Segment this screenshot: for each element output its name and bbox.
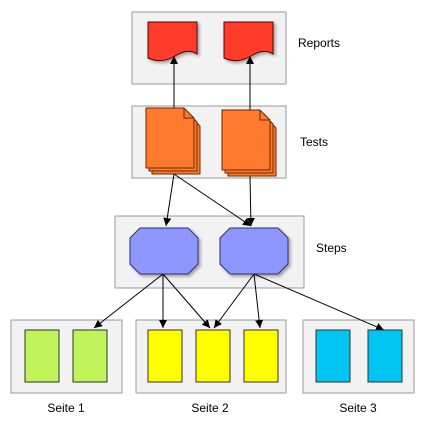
- arrow-step1-to-page1b: [93, 273, 164, 329]
- seite1-label: Seite 1: [47, 401, 85, 415]
- page-element: [367, 329, 403, 383]
- arrow-step2-to-page2c: [253, 273, 264, 329]
- seite2-label: Seite 2: [191, 401, 229, 415]
- arrow-step2-to-page2b: [213, 273, 255, 329]
- page-element: [195, 329, 231, 383]
- report-document-icon: [223, 21, 274, 62]
- arrow-test2-to-step2: [246, 175, 255, 227]
- steps-label: Steps: [316, 241, 347, 255]
- page-element: [243, 329, 279, 383]
- arrow-step2-to-page3a: [253, 273, 385, 331]
- page-element: [147, 329, 183, 383]
- tests-label: Tests: [300, 135, 328, 149]
- arrow-step1-to-page2b: [162, 273, 211, 329]
- page-element: [315, 329, 351, 383]
- page-element: [72, 329, 108, 383]
- arrow-test1-to-step2: [173, 173, 252, 227]
- report-document-icon: [147, 21, 198, 62]
- test-document-stack-icon: [221, 109, 277, 177]
- page-element: [24, 329, 60, 383]
- seite3-label: Seite 3: [339, 401, 377, 415]
- arrow-test1-to-step1: [163, 173, 175, 227]
- reports-label: Reports: [298, 36, 340, 50]
- step-node: [219, 227, 289, 275]
- test-document-stack-icon: [145, 107, 201, 175]
- step-node: [129, 227, 199, 275]
